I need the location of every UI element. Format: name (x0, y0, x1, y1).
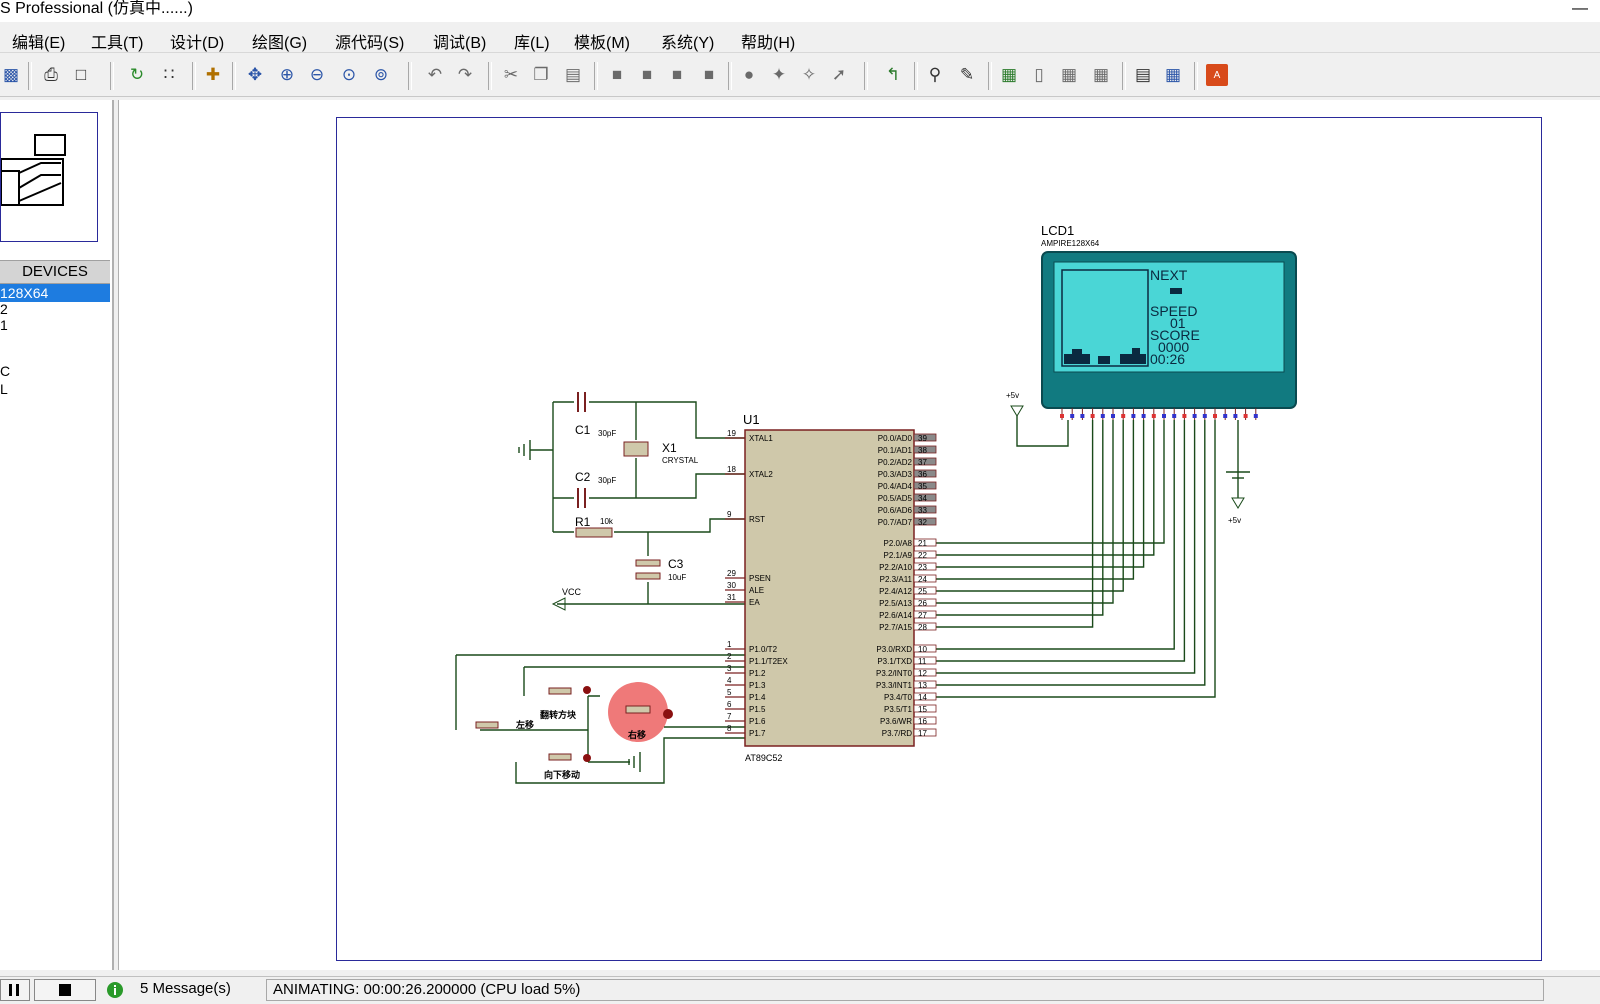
menu-system[interactable]: 系统(Y) (661, 35, 715, 52)
device-item[interactable]: C (0, 363, 11, 379)
block-rotate-icon[interactable]: ■ (671, 65, 683, 84)
pause-icon (9, 984, 19, 996)
block-copy-icon[interactable]: ■ (611, 65, 623, 84)
page-setup-icon[interactable]: □ (75, 65, 87, 84)
toolbar-separator (488, 62, 492, 90)
menu-template[interactable]: 模板(M) (574, 35, 630, 52)
block-move-icon[interactable]: ■ (641, 65, 653, 84)
print-icon[interactable]: ⎙ (44, 65, 58, 84)
window-title: S Professional (仿真中......) (0, 0, 193, 17)
menu-graph[interactable]: 绘图(G) (252, 35, 308, 52)
wire-autorouter-icon[interactable]: ↰ (885, 65, 901, 84)
menu-source[interactable]: 源代码(S) (335, 35, 405, 52)
menu-tools[interactable]: 工具(T) (91, 35, 144, 52)
toolbar-separator (408, 62, 412, 90)
pick-device-icon[interactable]: ● (743, 65, 755, 84)
decompose-icon[interactable]: ➚ (831, 65, 847, 84)
block-delete-icon[interactable]: ■ (703, 65, 715, 84)
toolbar-separator (594, 62, 598, 90)
menu-help[interactable]: 帮助(H) (741, 35, 796, 52)
ares-icon[interactable]: A (1206, 64, 1228, 86)
left-pane: DEVICES 128X64 2 1 C L (0, 100, 114, 970)
design-explorer-icon[interactable]: ▤ (1134, 65, 1152, 84)
pan-icon[interactable]: ✥ (247, 65, 263, 84)
electrical-check-icon[interactable]: ▦ (1060, 65, 1078, 84)
library-icon[interactable]: ▩ (2, 65, 20, 84)
device-item[interactable]: L (0, 381, 8, 397)
toolbar-separator (232, 62, 236, 90)
menu-library[interactable]: 库(L) (514, 35, 550, 52)
packaging-icon[interactable]: ✧ (801, 65, 817, 84)
device-item[interactable]: 128X64 (0, 284, 110, 302)
grid-icon[interactable]: ∷ (163, 65, 175, 84)
overview-window[interactable] (0, 112, 98, 242)
toolbar-separator (1194, 62, 1198, 90)
toolbar-separator (192, 62, 196, 90)
info-icon (107, 982, 123, 998)
zoom-in-icon[interactable]: ⊕ (279, 65, 295, 84)
pause-button[interactable] (0, 979, 30, 1001)
zoom-out-icon[interactable]: ⊖ (309, 65, 325, 84)
menu-edit[interactable]: 编辑(E) (12, 35, 66, 52)
make-device-icon[interactable]: ✦ (771, 65, 787, 84)
device-item[interactable] (0, 332, 110, 350)
toolbar-separator (914, 62, 918, 90)
animation-status: ANIMATING: 00:00:26.200000 (CPU load 5%) (266, 979, 1544, 1001)
messages-count[interactable]: 5 Message(s) (140, 980, 231, 997)
sheet-border (336, 117, 1542, 961)
minimize-button[interactable]: — (1572, 0, 1588, 17)
toolbar-separator (728, 62, 732, 90)
refresh-icon[interactable]: ↻ (129, 65, 145, 84)
paste-icon[interactable]: ▤ (564, 65, 582, 84)
bill-of-materials-icon[interactable]: ▯ (1034, 65, 1044, 84)
cut-icon[interactable]: ✂ (503, 65, 519, 84)
title-bar: S Professional (仿真中......) — (0, 0, 1600, 22)
menu-design[interactable]: 设计(D) (170, 35, 225, 52)
origin-icon[interactable]: ✚ (205, 65, 221, 84)
status-bar: 5 Message(s) ANIMATING: 00:00:26.200000 … (0, 976, 1600, 1001)
report-icon[interactable]: ▦ (1164, 65, 1182, 84)
toolbar-separator (864, 62, 868, 90)
toolbar: ▩ ⎙ □ ↻ ∷ ✚ ✥ ⊕ ⊖ ⊙ ⊚ ↶ ↷ ✂ ❐ ▤ ■ ■ ■ ■ … (0, 56, 1600, 97)
property-assign-icon[interactable]: ✎ (959, 65, 975, 84)
device-item[interactable]: 1 (0, 317, 8, 333)
overview-thumbnail (0, 134, 66, 206)
toolbar-separator (28, 62, 32, 90)
device-item[interactable]: 2 (0, 301, 8, 317)
devices-header: DEVICES (0, 260, 110, 284)
toolbar-separator (110, 62, 114, 90)
stop-button[interactable] (34, 979, 96, 1001)
search-icon[interactable]: ⚲ (928, 65, 942, 84)
menu-bar: 编辑(E) 工具(T) 设计(D) 绘图(G) 源代码(S) 调试(B) 库(L… (0, 26, 1600, 53)
redo-icon[interactable]: ↷ (457, 65, 473, 84)
menu-debug[interactable]: 调试(B) (433, 35, 487, 52)
toolbar-separator (1122, 62, 1126, 90)
stop-icon (59, 984, 71, 996)
zoom-all-icon[interactable]: ⊙ (341, 65, 357, 84)
undo-icon[interactable]: ↶ (427, 65, 443, 84)
netlist-ares-icon[interactable]: ▦ (1092, 65, 1110, 84)
toolbar-separator (988, 62, 992, 90)
copy-icon[interactable]: ❐ (533, 65, 549, 84)
zoom-area-icon[interactable]: ⊚ (373, 65, 389, 84)
netlist-icon[interactable]: ▦ (1000, 65, 1018, 84)
